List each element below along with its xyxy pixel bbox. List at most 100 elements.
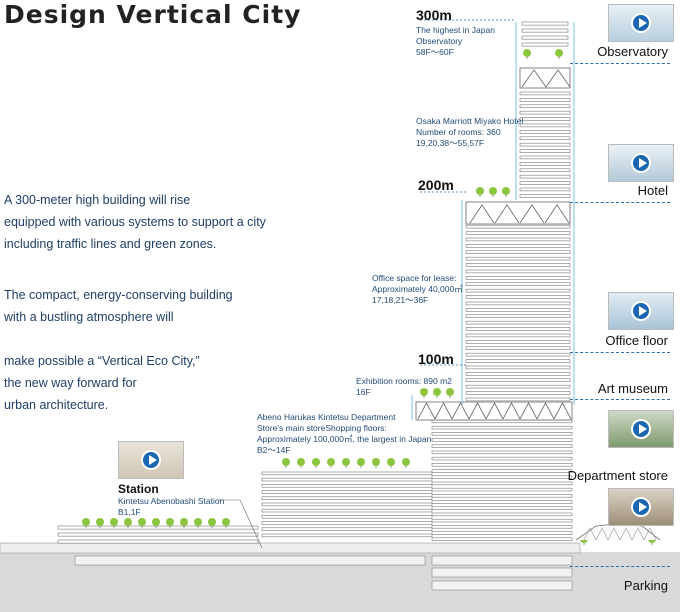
office-floor: [465, 333, 571, 338]
store-floor: [431, 425, 573, 430]
zone-divider: [570, 352, 670, 353]
tree-icon: [446, 388, 454, 396]
art-museum-thumbnail[interactable]: [608, 410, 674, 448]
observatory-thumbnail[interactable]: [608, 4, 674, 42]
tree-icon: [138, 518, 146, 526]
note-line: Observatory: [416, 36, 463, 46]
store-floor: [261, 521, 433, 525]
department-store-note: Abeno Harukas Kintetsu Department Store’…: [257, 412, 431, 456]
store-floor: [431, 463, 573, 467]
store-floor: [431, 487, 573, 492]
truss-member: [494, 204, 520, 224]
office-floor: [465, 340, 571, 344]
tree-icon: [502, 187, 510, 195]
office-floor: [465, 231, 571, 235]
hotel-floor: [519, 155, 571, 160]
tree-icon: [372, 458, 380, 466]
truss-member: [643, 527, 657, 541]
play-icon[interactable]: [631, 153, 651, 173]
hotel-truss: [519, 67, 571, 89]
hotel-floor: [519, 117, 571, 121]
office-floor: [465, 301, 571, 306]
note-line: The highest in Japan: [416, 25, 495, 35]
zone-divider: [570, 63, 670, 64]
street-level: [0, 542, 581, 554]
store-floor: [261, 484, 433, 488]
tree-icon: [402, 458, 410, 466]
station-floor: [57, 532, 259, 537]
note-line: 17,18,21〜36F: [372, 295, 429, 305]
tree-icon: [555, 49, 563, 57]
store-floor: [431, 450, 573, 455]
truss-member: [502, 402, 521, 420]
truss-member: [451, 402, 470, 420]
tree-icon: [194, 518, 202, 526]
tree-icon: [433, 388, 441, 396]
tree-icon: [297, 458, 305, 466]
basement-floor: [431, 555, 573, 566]
office-floor: [465, 295, 571, 299]
office-floor: [465, 365, 571, 370]
hotel-thumbnail[interactable]: [608, 144, 674, 182]
art-museum-note: Exhibition rooms: 890 m2 16F: [356, 376, 452, 398]
intro-line: A 300-meter high building will rise: [4, 193, 191, 207]
office-thumbnail[interactable]: [608, 292, 674, 330]
hotel-floor: [519, 130, 571, 134]
zone-department-store: Department store: [567, 468, 668, 483]
store-floor: [431, 531, 573, 535]
truss-member: [553, 402, 572, 420]
tree-icon: [180, 518, 188, 526]
station-label: Station: [118, 482, 159, 496]
play-icon[interactable]: [141, 450, 161, 470]
truss-member: [536, 402, 555, 420]
store-floor: [431, 438, 573, 442]
department-store-thumbnail[interactable]: [608, 488, 674, 526]
tree-icon: [312, 458, 320, 466]
hotel-floor: [519, 187, 571, 192]
store-floor: [431, 494, 573, 498]
tree-icon: [476, 187, 484, 195]
office-floor: [465, 372, 571, 376]
zone-parking: Parking: [623, 578, 668, 593]
store-floor: [261, 477, 433, 482]
play-icon[interactable]: [631, 301, 651, 321]
store-floor: [431, 456, 573, 461]
office-floor: [465, 320, 571, 325]
tree-icon: [327, 458, 335, 466]
office-note: Office space for lease: Approximately 40…: [372, 273, 463, 306]
office-floor: [465, 314, 571, 318]
hotel-floor: [519, 98, 571, 102]
hotel-floor: [519, 123, 571, 128]
office-floor: [465, 269, 571, 274]
note-line: Number of rooms: 360: [416, 127, 501, 137]
intro-line: the new way forward for: [4, 376, 137, 390]
station-thumbnail[interactable]: [118, 441, 184, 479]
truss-member: [583, 527, 597, 541]
play-icon[interactable]: [631, 13, 651, 33]
office-floor: [465, 346, 571, 350]
store-floor: [261, 515, 433, 519]
office-floor: [465, 359, 571, 363]
hotel-floor: [519, 162, 571, 166]
tree-icon: [387, 458, 395, 466]
tree-icon: [222, 518, 230, 526]
tree-icon: [166, 518, 174, 526]
station-floor: [57, 525, 259, 530]
note-line: Approximately 100,000㎡, the largest in J…: [257, 434, 432, 444]
store-floor: [261, 490, 433, 494]
office-floor: [465, 308, 571, 312]
tree-icon: [420, 388, 428, 396]
store-floor: [431, 481, 573, 486]
note-line: Approximately 40,000㎡: [372, 284, 463, 294]
intro-line: equipped with various systems to support…: [4, 215, 266, 229]
store-floor: [261, 527, 433, 531]
play-icon[interactable]: [631, 419, 651, 439]
intro-paragraph-2: The compact, energy-conserving building …: [4, 284, 233, 328]
tree-icon: [489, 187, 497, 195]
intro-line: including traffic lines and green zones.: [4, 237, 217, 251]
office-floor: [465, 352, 571, 357]
observatory-floor: [521, 28, 569, 33]
play-icon[interactable]: [631, 497, 651, 517]
hotel-floor: [519, 194, 571, 198]
tree-icon: [152, 518, 160, 526]
